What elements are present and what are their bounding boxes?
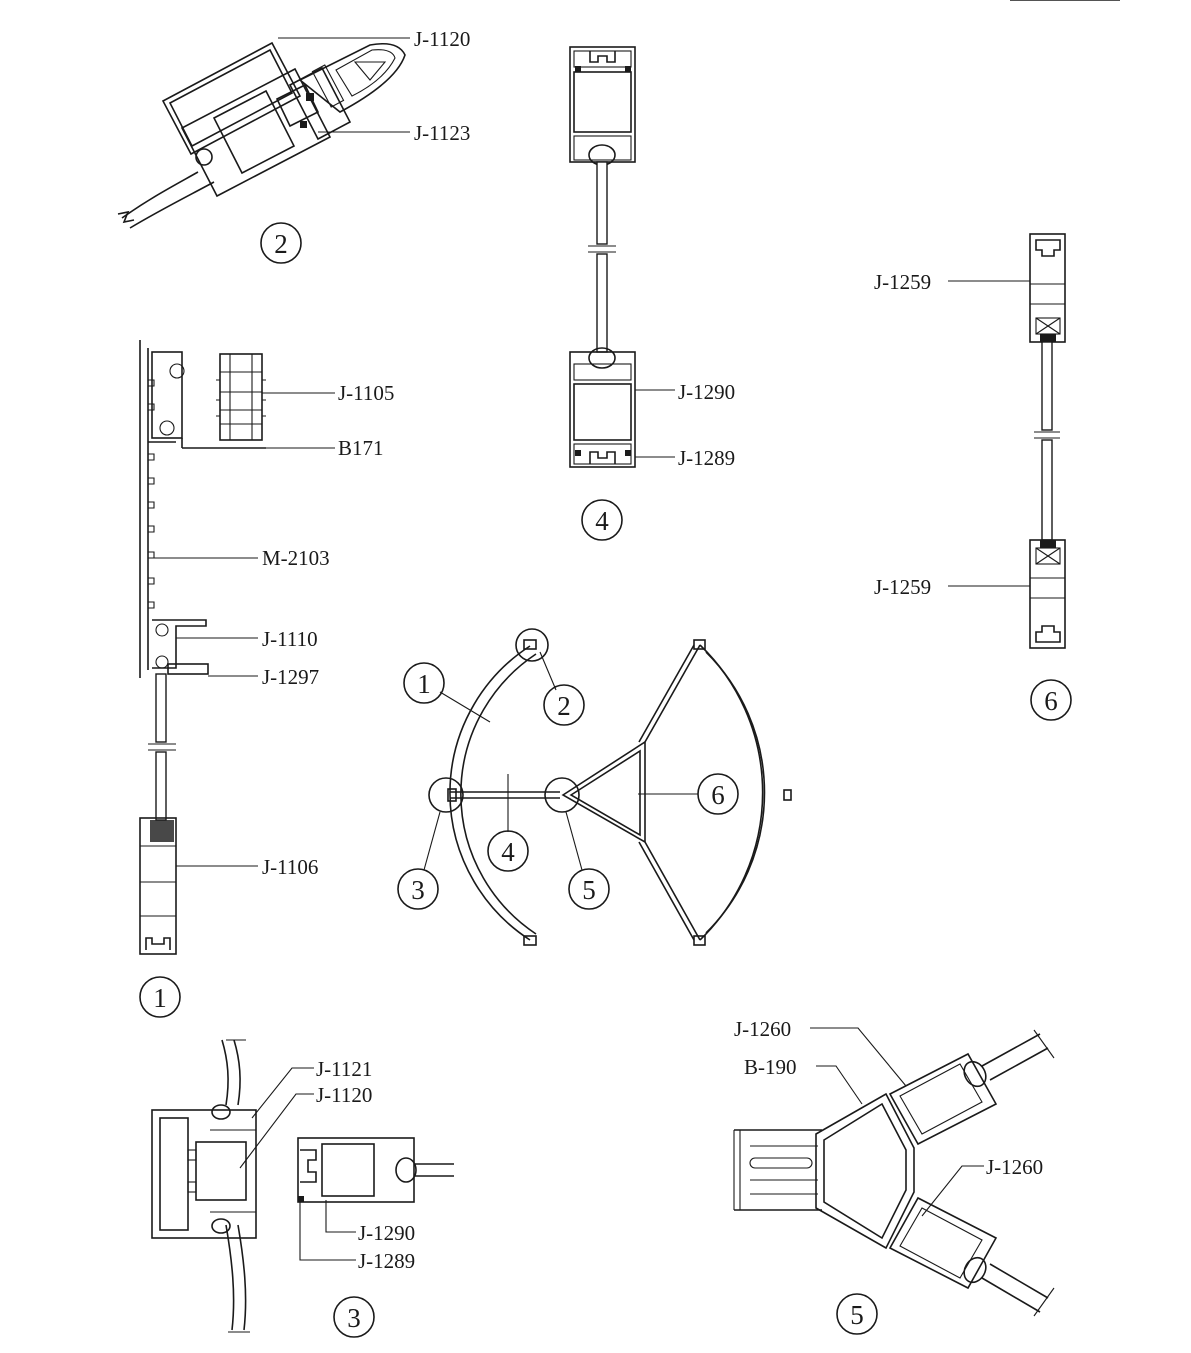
plan-marker-4 (487, 830, 529, 872)
plan-callout-circle-3 (428, 777, 464, 813)
d5-b190-connector (815, 1092, 915, 1250)
label-j1297: J-1297 (262, 665, 319, 689)
plan-marker-5 (568, 868, 610, 910)
detail-3: J-1121 J-1120 J-1290 J-1289 3 (151, 1039, 454, 1338)
svg-text:5: 5 (850, 1300, 864, 1330)
d2-frame-profile (180, 67, 332, 198)
svg-text:1: 1 (153, 983, 167, 1013)
d1-teeth (148, 379, 155, 609)
svg-text:2: 2 (557, 691, 571, 721)
detail-1: J-1105 B171 M-2103 J-1110 J-1297 J-1106 … (139, 340, 394, 1018)
plan-marker-6 (697, 773, 739, 815)
detail-marker-1 (139, 976, 181, 1018)
label-j1120-d3: J-1120 (316, 1083, 372, 1107)
detail-marker-5 (836, 1293, 878, 1335)
label-j1290-d3: J-1290 (358, 1221, 415, 1245)
label-m2103: M-2103 (262, 546, 330, 570)
plan-view: 1 2 3 4 5 6 (397, 628, 792, 946)
detail-marker-3 (333, 1296, 375, 1338)
detail-6: J-1259 J-1259 6 (874, 233, 1072, 721)
label-j1259-top: J-1259 (874, 270, 931, 294)
svg-text:4: 4 (501, 837, 515, 867)
svg-text:6: 6 (711, 780, 725, 810)
label-j1290-d4: J-1290 (678, 380, 735, 404)
label-j1110: J-1110 (262, 627, 318, 651)
detail-marker-6 (1030, 679, 1072, 721)
d3-j1121-profile (151, 1109, 257, 1239)
detail-4: J-1290 J-1289 4 (569, 46, 735, 541)
d1-j1105-profile (216, 353, 266, 441)
label-j1123: J-1123 (414, 121, 470, 145)
label-b171: B171 (338, 436, 384, 460)
d3-j1120-insert (195, 1141, 247, 1201)
plan-arc-right (699, 644, 764, 941)
d5-j1260-upper (888, 1052, 998, 1146)
svg-text:6: 6 (1044, 686, 1058, 716)
d4-bottom-profile (569, 351, 636, 468)
svg-text:1: 1 (417, 669, 431, 699)
svg-text:3: 3 (347, 1303, 361, 1333)
detail-marker-2 (260, 222, 302, 264)
svg-text:3: 3 (411, 875, 425, 905)
label-j1260-lower: J-1260 (986, 1155, 1043, 1179)
plan-marker-3 (397, 868, 439, 910)
label-j1105: J-1105 (338, 381, 394, 405)
d4-glass-lower (596, 253, 608, 353)
label-j1106: J-1106 (262, 855, 318, 879)
label-j1120: J-1120 (414, 27, 470, 51)
label-j1260-upper: J-1260 (734, 1017, 791, 1041)
d6-glass-lower (1041, 439, 1053, 541)
d1-glass-upper (155, 673, 167, 743)
svg-text:5: 5 (582, 875, 596, 905)
label-j1289-d4: J-1289 (678, 446, 735, 470)
detail-5: J-1260 B-190 J-1260 5 (733, 1017, 1055, 1335)
plan-marker-1 (403, 662, 445, 704)
detail-marker-4 (581, 499, 623, 541)
plan-arc-1 (449, 645, 531, 941)
plan-marker-2 (543, 684, 585, 726)
d6-glass-upper (1041, 341, 1053, 431)
d1-j1110-profile (152, 619, 207, 669)
label-b190: B-190 (744, 1055, 797, 1079)
d2-nose-profile (298, 42, 406, 113)
d2-outer-profile (161, 41, 302, 156)
d1-j1297-profile (167, 663, 209, 675)
detail-2: J-1120 J-1123 2 (117, 27, 470, 264)
label-j1121: J-1121 (316, 1057, 372, 1081)
plan-callout-circle-5 (544, 777, 580, 813)
d5-j1260-lower (888, 1196, 998, 1290)
d4-glass-upper (596, 161, 608, 245)
d3-j1290-profile (297, 1137, 415, 1203)
svg-text:2: 2 (274, 229, 288, 259)
plan-triangle-6 (561, 740, 646, 844)
d1-j1106-profile (139, 817, 177, 955)
label-j1259-bottom: J-1259 (874, 575, 931, 599)
d1-glass-lower (155, 751, 167, 821)
svg-text:4: 4 (595, 506, 609, 536)
label-j1289-d3: J-1289 (358, 1249, 415, 1273)
plan-callout-circle-2 (515, 628, 549, 662)
